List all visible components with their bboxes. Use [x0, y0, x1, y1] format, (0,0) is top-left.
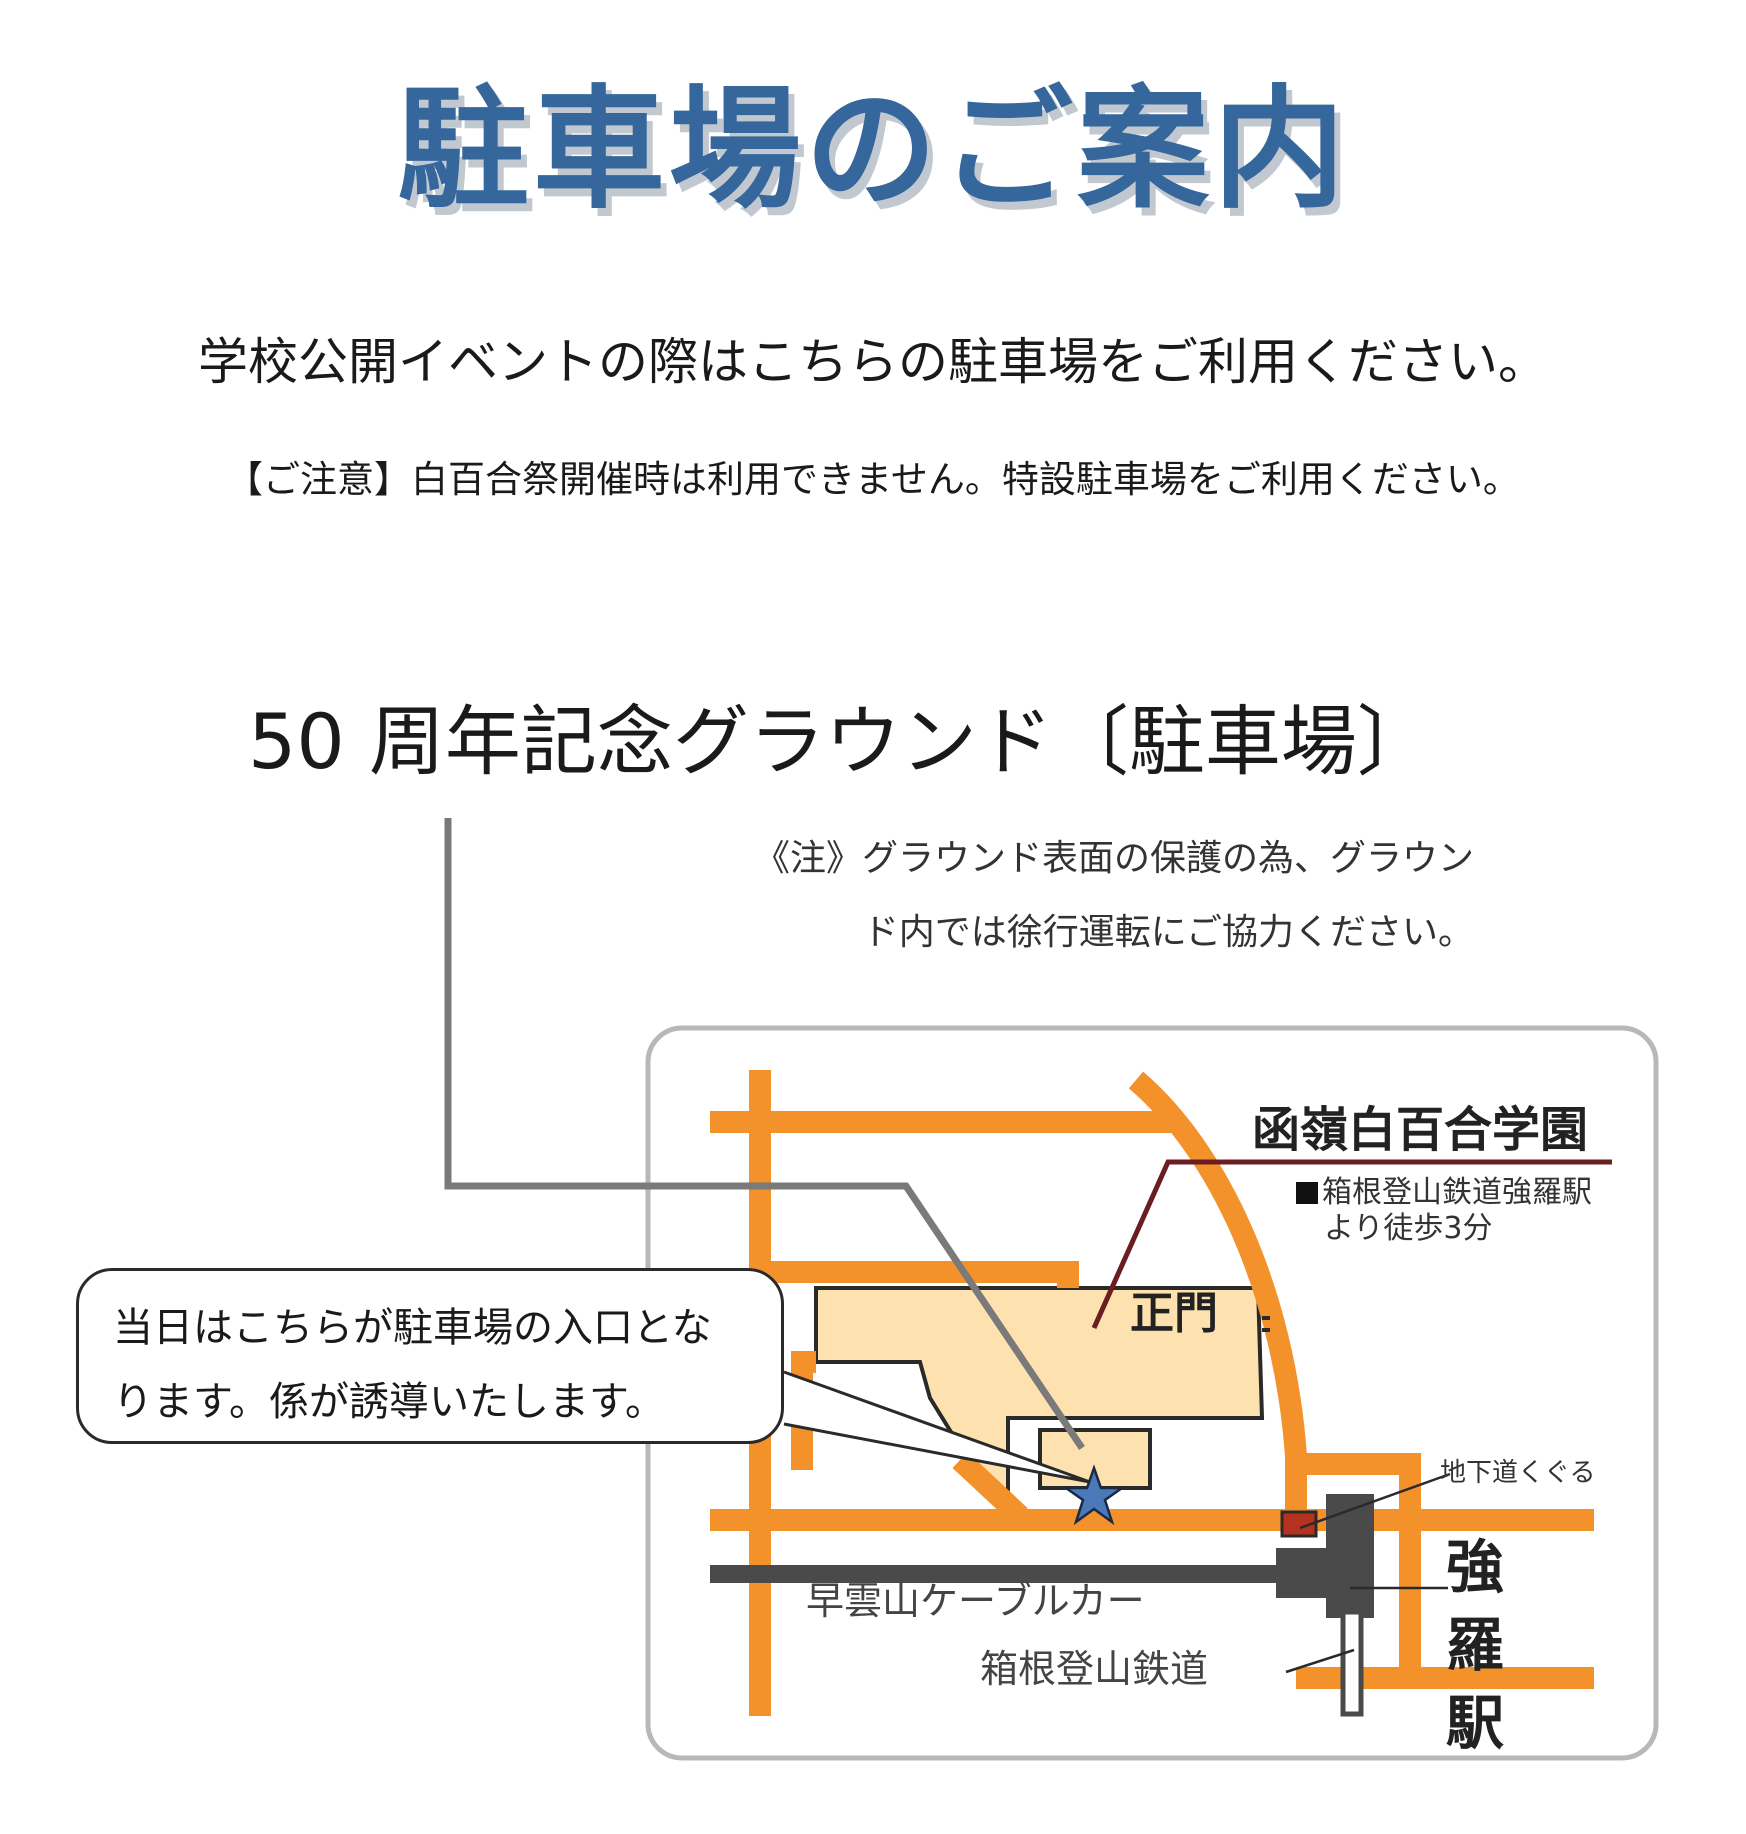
road-network	[710, 1070, 1594, 1716]
parking-pointer-line	[444, 818, 1085, 1450]
road-diagonal	[952, 1451, 1028, 1525]
underpass-icon	[1280, 1510, 1318, 1538]
ground-caution-line-1: 《注》グラウンド表面の保護の為、グラウン	[753, 838, 1474, 879]
access-info: 箱根登山鉄道強羅駅 より徒歩3分	[1296, 1175, 1592, 1247]
access-line-1: 箱根登山鉄道強羅駅	[1296, 1175, 1592, 1211]
callout-line-2: ります。係が誘導いたします。	[113, 1379, 665, 1425]
school-leader-line	[1091, 1159, 1612, 1330]
entrance-star-icon	[1062, 1464, 1126, 1526]
caution-note: 【ご注意】白百合祭開催時は利用できません。特設駐車場をご利用ください。	[226, 458, 1520, 501]
underpass-leader	[1299, 1472, 1451, 1530]
ground-caution-line-2: ド内では徐行運転にご協力ください。	[862, 912, 1474, 953]
railway-line	[1340, 1609, 1364, 1717]
lead-text: 学校公開イベントの際はこちらの駐車場をご利用ください。	[198, 333, 1548, 391]
access-line-2: より徒歩3分	[1324, 1211, 1493, 1246]
station-building	[1326, 1494, 1374, 1618]
square-bullet-icon	[1296, 1182, 1318, 1204]
road-campus-north	[760, 1261, 1079, 1288]
ground-caution: 《注》グラウンド表面の保護の為、グラウン ド内では徐行運転にご協力ください。	[720, 822, 1474, 970]
main-gate-label: 正門	[1130, 1288, 1218, 1339]
school-name: 函嶺白百合学園	[1252, 1102, 1589, 1158]
page-title: 駐車場のご案内	[397, 73, 1349, 227]
road-curve	[1128, 1071, 1307, 1520]
cable-car-label: 早雲山ケーブルカー	[806, 1579, 1145, 1623]
railway-leader	[1285, 1648, 1355, 1674]
station-label: 強羅駅	[1445, 1533, 1504, 1757]
callout-line-1: 当日はこちらが駐車場の入口とな	[113, 1305, 712, 1351]
railway-label: 箱根登山鉄道	[980, 1647, 1209, 1691]
parking-title: 50 周年記念グラウンド〔駐車場〕	[248, 697, 1433, 786]
underpass-label: 地下道くぐる	[1440, 1458, 1596, 1488]
road-campus-west	[791, 1351, 816, 1470]
road-station-loop	[1296, 1453, 1594, 1689]
railways	[710, 1494, 1374, 1717]
entrance-callout: 当日はこちらが駐車場の入口とな ります。係が誘導いたします。	[76, 1268, 784, 1444]
